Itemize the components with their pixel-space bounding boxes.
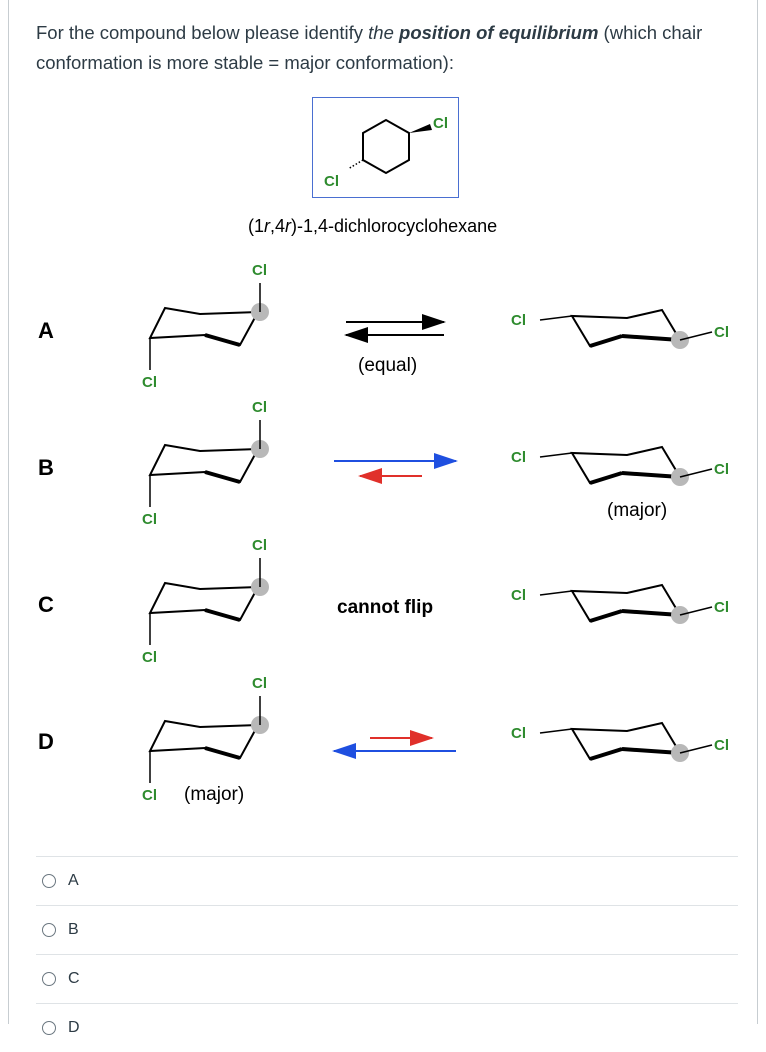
left-cl-bottom-a: Cl bbox=[142, 374, 157, 391]
arrow-row-d bbox=[332, 730, 456, 759]
right-cl-left-c: Cl bbox=[511, 587, 526, 604]
question-text: For the compound below please identify t… bbox=[36, 18, 736, 78]
left-cl-bottom-c: Cl bbox=[142, 649, 157, 666]
row-letter-a: A bbox=[38, 318, 54, 343]
content-frame bbox=[8, 0, 758, 1024]
right-cl-right-c: Cl bbox=[714, 599, 729, 616]
option-c-label: C bbox=[68, 970, 80, 987]
left-cl-bottom-d: Cl bbox=[142, 787, 157, 804]
answer-options: A B C D bbox=[36, 856, 738, 1052]
note-row-a: (equal) bbox=[358, 355, 417, 376]
left-cl-top-b: Cl bbox=[252, 399, 267, 416]
right-major-row-b: (major) bbox=[607, 500, 667, 521]
arrow-row-a bbox=[344, 314, 446, 343]
compound-structure-box bbox=[312, 97, 459, 198]
row-letter-c: C bbox=[38, 592, 54, 617]
note-row-c: cannot flip bbox=[337, 597, 433, 618]
option-d[interactable]: D bbox=[36, 1003, 738, 1052]
option-a-label: A bbox=[68, 872, 79, 889]
right-cl-right-b: Cl bbox=[714, 461, 729, 478]
question-prefix: For the compound below please identify bbox=[36, 22, 369, 43]
compound-cl-bottom: Cl bbox=[324, 173, 339, 190]
left-cl-top-a: Cl bbox=[252, 262, 267, 279]
radio-b[interactable] bbox=[42, 923, 56, 937]
question-suffix: (which chair conformation is more stable… bbox=[36, 22, 703, 73]
right-cl-left-d: Cl bbox=[511, 725, 526, 742]
question-emphasis: the bbox=[368, 22, 400, 43]
question-strong: position of equilibrium bbox=[399, 22, 599, 43]
right-cl-left-b: Cl bbox=[511, 449, 526, 466]
compound-name: (1r,4r)-1,4-dichlorocyclohexane bbox=[248, 216, 498, 236]
right-cl-left-a: Cl bbox=[511, 312, 526, 329]
radio-d[interactable] bbox=[42, 1021, 56, 1035]
option-a[interactable]: A bbox=[36, 856, 738, 905]
left-cl-top-d: Cl bbox=[252, 675, 267, 692]
compound-cl-top: Cl bbox=[433, 115, 448, 132]
right-cl-right-a: Cl bbox=[714, 324, 729, 341]
option-b[interactable]: B bbox=[36, 905, 738, 954]
radio-c[interactable] bbox=[42, 972, 56, 986]
left-cl-top-c: Cl bbox=[252, 537, 267, 554]
radio-a[interactable] bbox=[42, 874, 56, 888]
left-major-row-d: (major) bbox=[184, 784, 244, 805]
option-d-label: D bbox=[68, 1019, 80, 1036]
row-letter-d: D bbox=[38, 729, 54, 754]
cyclohexane-skeletal: Cl Cl bbox=[324, 115, 448, 190]
row-letter-b: B bbox=[38, 455, 54, 480]
left-cl-bottom-b: Cl bbox=[142, 511, 157, 528]
right-cl-right-d: Cl bbox=[714, 737, 729, 754]
option-c[interactable]: C bbox=[36, 954, 738, 1003]
arrow-row-b bbox=[334, 453, 458, 484]
option-b-label: B bbox=[68, 921, 79, 938]
